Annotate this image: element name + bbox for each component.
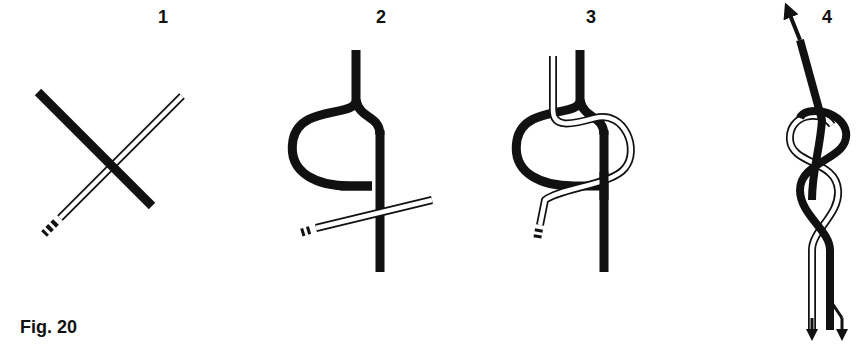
rope-crossing (38, 92, 182, 234)
figure-caption: Fig. 20 (20, 318, 77, 336)
step-number: 1 (158, 8, 168, 26)
rope-tuck (516, 50, 631, 272)
step-number: 4 (822, 8, 832, 26)
finished-knot (788, 10, 846, 335)
rope-loop (292, 50, 432, 272)
step-number: 2 (376, 8, 386, 26)
step-number: 3 (586, 8, 596, 26)
